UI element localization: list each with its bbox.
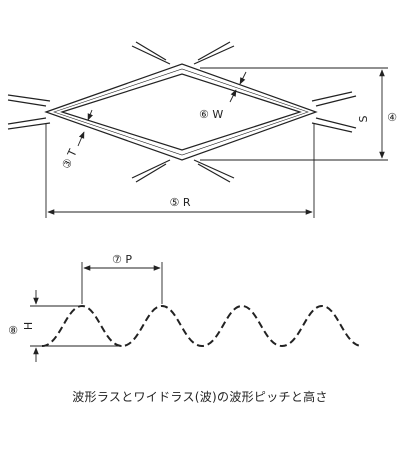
wave-line [41,304,363,348]
h-label: H [22,322,35,330]
p-label: ⑦ P [112,253,132,266]
t-label: ③ T [59,147,79,171]
s-label: S [357,115,370,122]
dimension-p [81,262,163,304]
dimension-r [45,124,315,218]
mesh-strands [44,63,318,161]
figure-caption: 波形ラスとワイドラス(波)の波形ピッチと高さ [72,390,328,404]
r-label: ⑤ R [169,196,190,209]
bottom-node [131,159,235,183]
left-node [7,94,51,130]
wave-profile [41,304,363,348]
dimension-h [30,290,122,362]
s-number: ④ [387,111,397,124]
dimension-w [229,71,247,103]
right-node [311,91,357,133]
dimension-s [200,67,388,161]
w-label: ⑥ W [199,108,223,121]
top-node [131,41,235,65]
dimension-t [77,109,93,147]
h-number: ⑧ [8,324,18,337]
